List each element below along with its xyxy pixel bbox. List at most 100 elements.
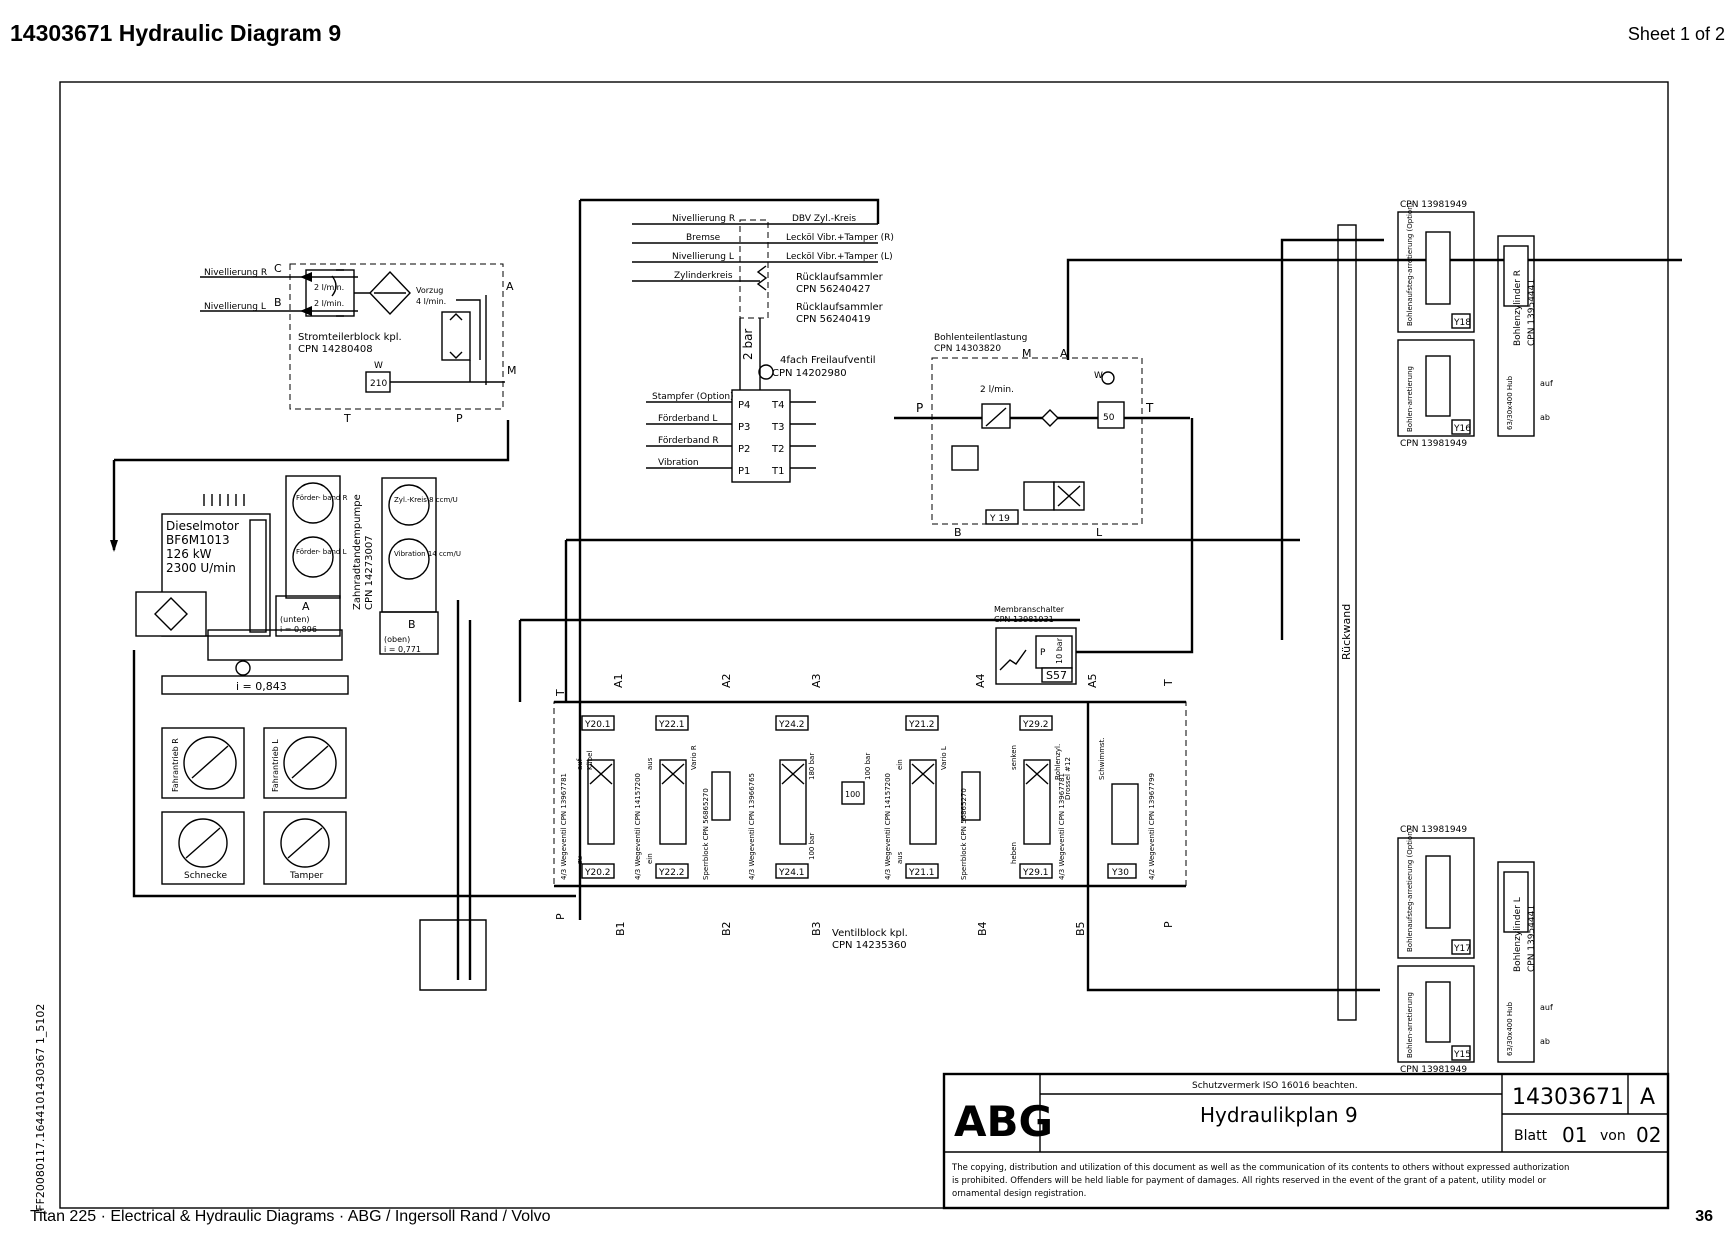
screed-cylinder-group: Rückwand CPN 13981949 Y18 Bohlenaufsteg-… bbox=[1337, 200, 1553, 1075]
valve-y17-box bbox=[1397, 837, 1475, 959]
valve-y15-name: Bohlen-arretierung bbox=[1406, 992, 1414, 1058]
title-block: ABG Schutzvermerk ISO 16016 beachten. Hy… bbox=[942, 1072, 1670, 1210]
label-kuebel: Kübel bbox=[586, 751, 594, 770]
port-p-right: P bbox=[1162, 921, 1175, 928]
input-vibration: Vibration bbox=[658, 458, 699, 468]
port-c: C bbox=[274, 262, 282, 275]
sheet-indicator: Sheet 1 of 2 bbox=[1627, 24, 1725, 44]
line-nivellierung-r: Nivellierung R bbox=[672, 214, 735, 224]
solenoid-y16 bbox=[1451, 419, 1471, 435]
port-t: T bbox=[343, 412, 351, 425]
relief-port-t: T bbox=[1145, 401, 1154, 415]
freewheel-valve-block bbox=[731, 389, 791, 483]
cyl-l-label: Bohlenzylinder L bbox=[1513, 897, 1523, 972]
pump1-label: Förder- band R bbox=[296, 494, 348, 502]
auger-label: Schnecke bbox=[184, 871, 227, 881]
valve-block: A1 A2 A3 A4 A5 B1 B2 B3 B4 B5 T T P P Y2… bbox=[518, 238, 1384, 992]
pump-cpn: CPN 14273007 bbox=[364, 535, 375, 610]
of-number: 02 bbox=[1636, 1123, 1661, 1147]
port-m: M bbox=[507, 364, 517, 377]
pump-icon bbox=[292, 536, 334, 578]
port-b1: B1 bbox=[614, 921, 627, 936]
pump-icon bbox=[388, 484, 430, 526]
membrane-switch: Membranschalter CPN 13981931 P 10 bar S5… bbox=[994, 418, 1194, 685]
solenoid-y22-2 bbox=[655, 863, 689, 879]
label-auf: auf bbox=[576, 758, 584, 770]
solenoid-y29-2 bbox=[1019, 715, 1053, 731]
drawing-frame bbox=[59, 81, 1669, 1209]
pump4-label: Vibration 14 ccm/U bbox=[394, 550, 461, 558]
check-valve-icon bbox=[758, 364, 774, 380]
cyl-r-up: auf bbox=[1540, 379, 1553, 388]
engine-speed: 2300 U/min bbox=[166, 561, 236, 575]
gear-b-box bbox=[379, 611, 439, 655]
label-180-bar: 180 bar bbox=[808, 753, 816, 780]
port-t2: T2 bbox=[771, 444, 784, 455]
solenoid-y20-1 bbox=[581, 715, 615, 731]
side-code: IFF20080117.1644101430367 1_5102 bbox=[34, 1004, 47, 1214]
engine-model: BF6M1013 bbox=[166, 533, 230, 547]
port-p2: P2 bbox=[738, 444, 750, 455]
membrane-bar: 10 bar bbox=[1055, 637, 1064, 664]
flow-divider-outline bbox=[289, 263, 504, 410]
label-ein-l: ein bbox=[896, 759, 904, 770]
freewheel-cpn: CPN 14202980 bbox=[772, 368, 847, 379]
solenoid-y18 bbox=[1451, 313, 1471, 329]
gear-a-box bbox=[275, 595, 341, 637]
drive-l: Fahrantrieb L bbox=[271, 739, 280, 792]
relief-port-p: P bbox=[916, 401, 923, 415]
screed-cpn-bottom: CPN 13981949 bbox=[1400, 825, 1467, 835]
label-schwimmst: Schwimmst. bbox=[1098, 737, 1106, 780]
valve-y18-name: Bohlenaufsteg-arretierung (Option) bbox=[1406, 202, 1414, 326]
valve-label-2: 4/3 Wegeventil CPN 14157200 bbox=[634, 773, 642, 880]
label-nivellierung-r-out: Nivellierung R bbox=[204, 268, 267, 278]
rear-wall-label: Rückwand bbox=[1340, 604, 1353, 660]
port-p: P bbox=[456, 412, 463, 425]
pressure-switch bbox=[951, 445, 979, 471]
cyl-l-stroke: 63/30x400 Hub bbox=[1506, 1001, 1514, 1056]
solenoid-y30 bbox=[1107, 863, 1137, 879]
solenoid-y21-2-label: Y21.2 bbox=[908, 720, 935, 730]
solenoid-y17 bbox=[1451, 939, 1471, 955]
manifold-bar: 2 bar bbox=[741, 329, 755, 360]
solenoid-y15 bbox=[1451, 1045, 1471, 1061]
pump-icon bbox=[292, 482, 334, 524]
line-leckoel-l: Lecköl Vibr.+Tamper (L) bbox=[786, 252, 893, 262]
port-a4: A4 bbox=[974, 673, 987, 688]
label-100-bar: 100 bar bbox=[864, 753, 872, 780]
port-a5: A5 bbox=[1086, 673, 1099, 688]
rear-wall bbox=[1337, 224, 1357, 1021]
label-100-bar-down: 100 bar bbox=[808, 833, 816, 860]
flow-divider-block: Nivellierung R Nivellierung L C B 2 l/mi… bbox=[200, 262, 517, 425]
label-drossel: Drossel #12 bbox=[1064, 757, 1072, 800]
gear-a: A bbox=[302, 600, 310, 613]
motor-icon bbox=[283, 736, 337, 790]
cyl-l-down: ab bbox=[1540, 1037, 1550, 1046]
label-heben: heben bbox=[1010, 842, 1018, 864]
footer-text: Titan 225 · Electrical & Hydraulic Diagr… bbox=[30, 1208, 551, 1225]
valve-kuebel bbox=[587, 759, 615, 845]
valve-label-3: Sperrblock CPN 56865270 bbox=[702, 788, 710, 880]
tamper-label: Tamper bbox=[289, 871, 324, 881]
port-t4: T4 bbox=[771, 400, 784, 411]
drive-r: Fahrantrieb R bbox=[171, 738, 180, 792]
tandem-pump-1 bbox=[285, 475, 341, 599]
port-a1: A1 bbox=[612, 673, 625, 688]
solenoid-y24-2-label: Y24.2 bbox=[778, 720, 805, 730]
abg-logo: ABG bbox=[954, 1097, 1053, 1146]
solenoid-y29-1 bbox=[1019, 863, 1053, 879]
page-title: 14303671 Hydraulic Diagram 9 bbox=[10, 20, 342, 46]
collector1-cpn: CPN 56240427 bbox=[796, 284, 871, 295]
valve-y18-box bbox=[1397, 211, 1475, 333]
cyl-r-label: Bohlenzylinder R bbox=[1513, 270, 1523, 346]
valve-label-7: 4/3 Wegeventil CPN 13967781 bbox=[1058, 773, 1066, 880]
drive-r-box bbox=[161, 727, 245, 799]
valve-y16-name: Bohlen-arretierung bbox=[1406, 366, 1414, 432]
valve-block-title: Ventilblock kpl. bbox=[832, 928, 908, 939]
relief-100 bbox=[841, 781, 865, 805]
cyl-l-up: auf bbox=[1540, 1003, 1553, 1012]
engine-box bbox=[161, 513, 271, 637]
relief-value: 210 bbox=[370, 379, 387, 389]
label-bohlenzyl: Bohlenzyl. bbox=[1054, 744, 1062, 780]
